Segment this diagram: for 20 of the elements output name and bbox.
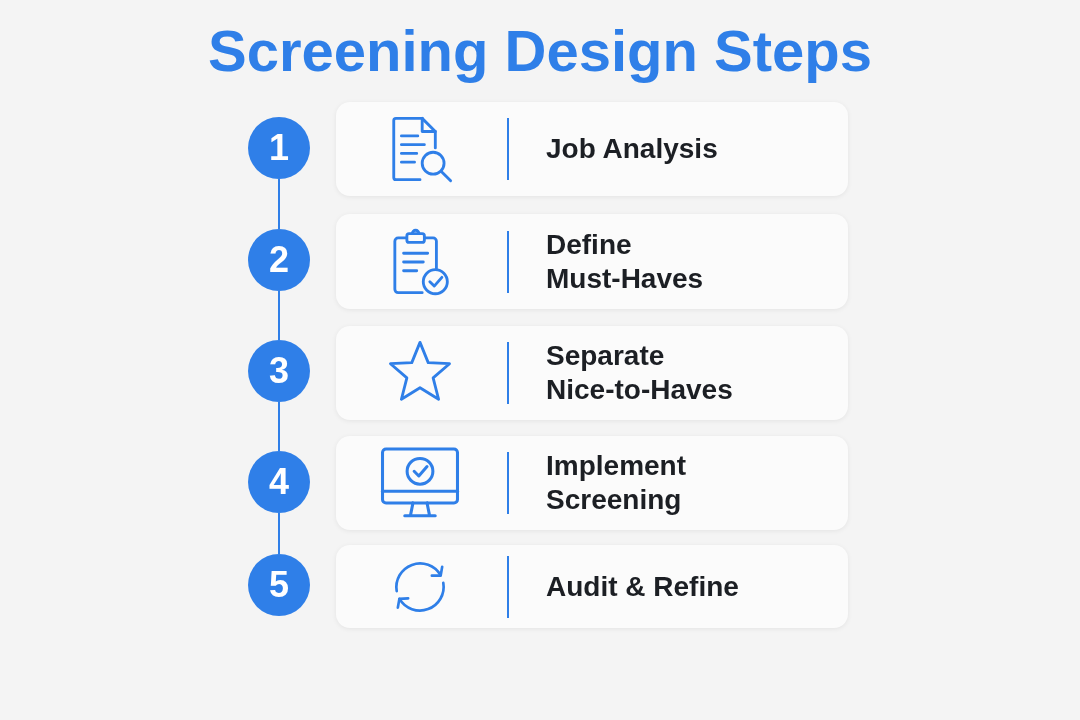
connector-line <box>278 512 280 555</box>
step-label: Audit & Refine <box>546 569 740 604</box>
step-card <box>336 545 848 628</box>
step-number: 1 <box>269 128 289 168</box>
step-number: 3 <box>269 351 289 391</box>
step-label: Separate Nice-to-Haves <box>546 339 734 407</box>
step-number: 2 <box>269 240 289 280</box>
step-label: Job Analysis <box>546 132 719 166</box>
step-card <box>336 326 848 420</box>
connector-line <box>278 178 280 230</box>
connector-line <box>278 401 280 452</box>
step-number: 5 <box>269 565 289 605</box>
step-label: Implement Screening <box>546 449 688 517</box>
step-label: Define Must-Haves <box>546 227 705 296</box>
step-card <box>336 214 848 309</box>
title: Screening Design Steps <box>207 17 873 85</box>
connector-line <box>278 290 280 341</box>
step-number: 4 <box>269 462 289 502</box>
step-card <box>336 436 848 530</box>
step-card <box>336 102 848 196</box>
